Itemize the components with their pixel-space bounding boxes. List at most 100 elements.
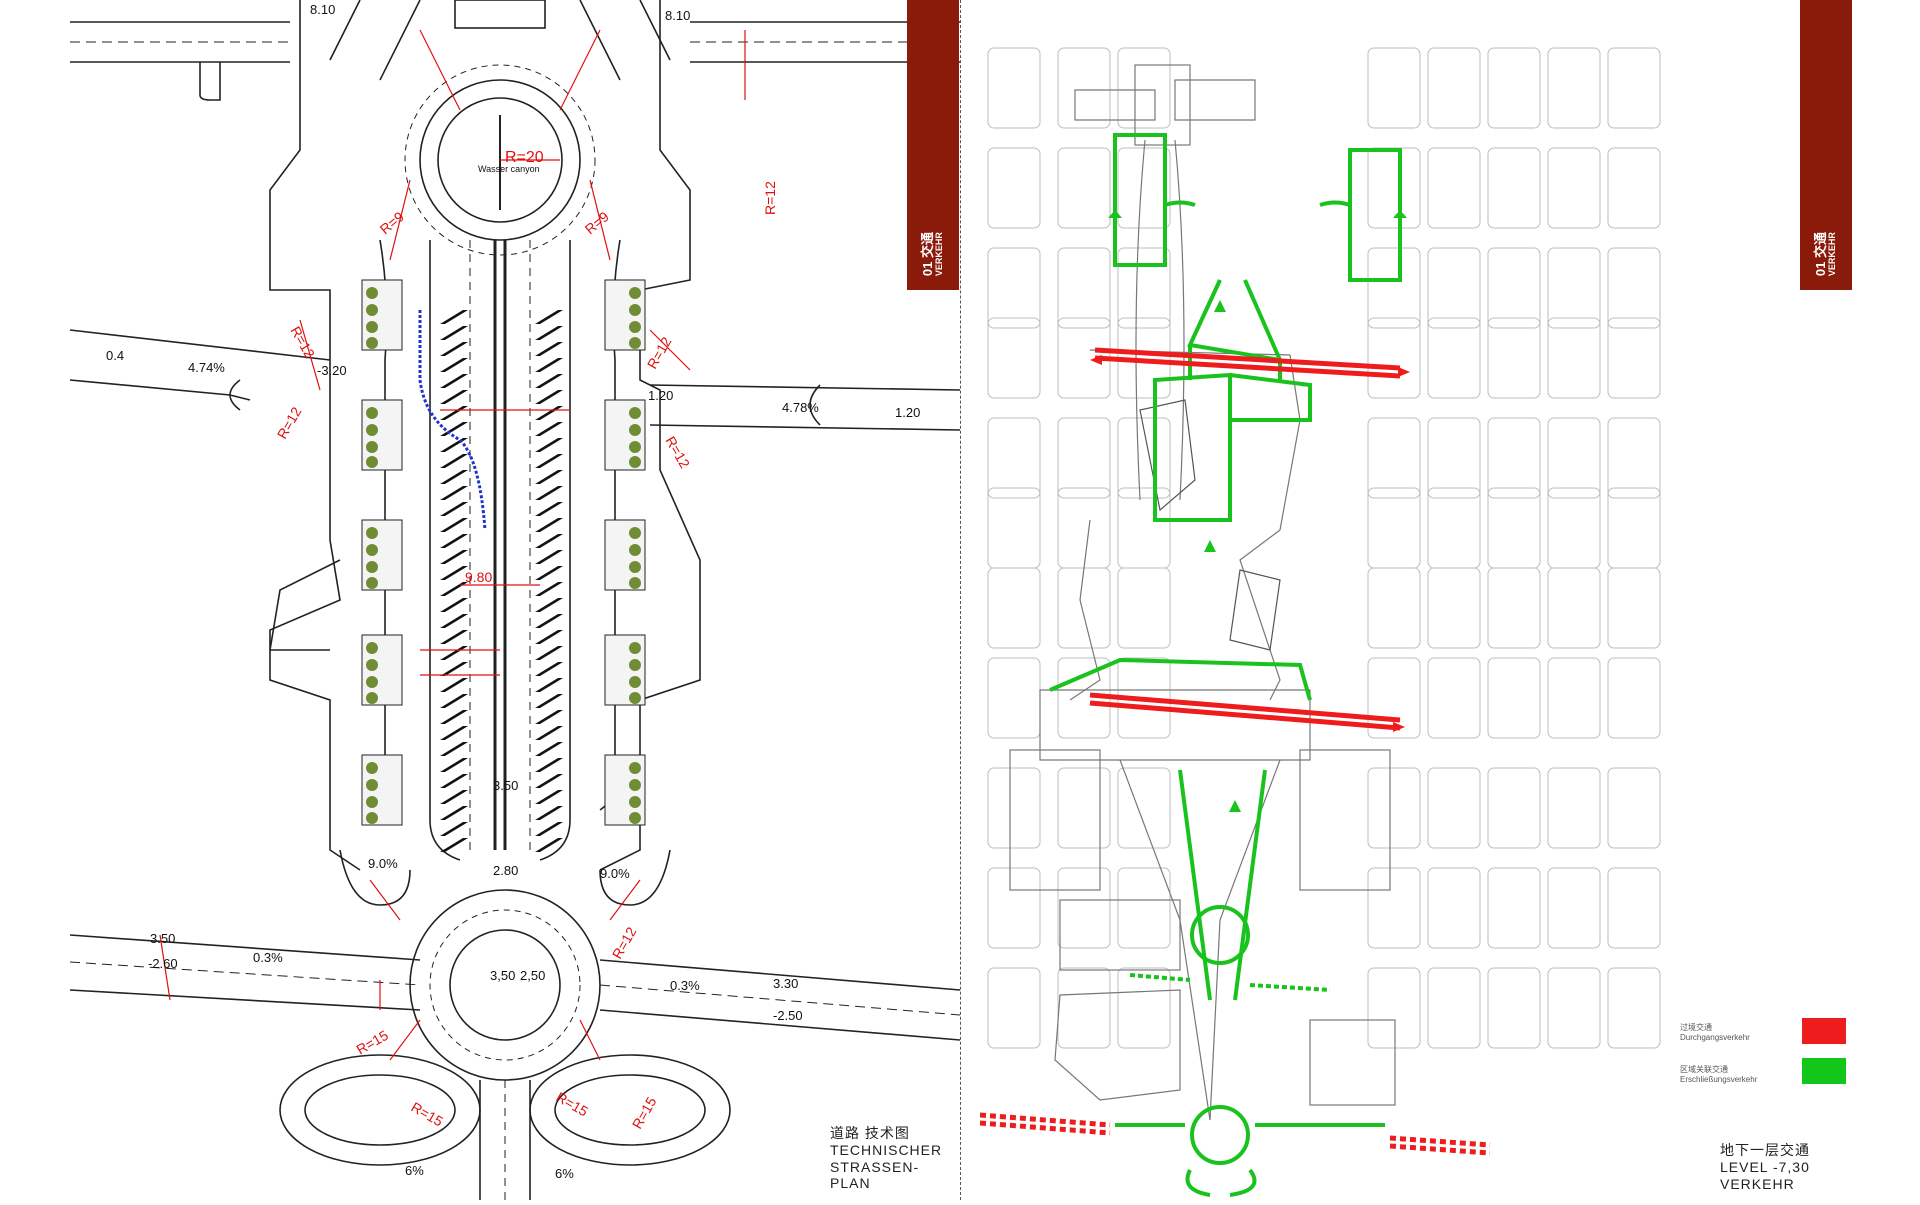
radius-label: R=15: [629, 1094, 660, 1132]
elevation-label: 2.80: [493, 863, 518, 878]
city-block: [987, 47, 1041, 129]
city-block: [1427, 767, 1481, 849]
parking-stall: [535, 694, 563, 708]
caption-line: TECHNISCHER: [830, 1141, 943, 1158]
parking-stall: [535, 838, 563, 852]
parking-stall: [440, 470, 468, 484]
parking-stall: [440, 774, 468, 788]
slope-label: 6%: [555, 1166, 574, 1181]
elevation-label: 8.10: [665, 8, 690, 23]
parking-stall: [440, 358, 468, 372]
radius-label: R=12: [274, 404, 305, 442]
slope-label: 4.78%: [782, 400, 819, 415]
city-block: [1367, 487, 1421, 569]
city-block: [1057, 967, 1111, 1049]
city-block: [1057, 47, 1111, 129]
city-block: [1487, 867, 1541, 949]
city-block: [1547, 417, 1601, 499]
parking-stall: [535, 518, 563, 532]
city-block: [987, 417, 1041, 499]
caption-line: STRASSEN-: [830, 1158, 920, 1175]
city-block: [1427, 967, 1481, 1049]
city-block: [1117, 247, 1171, 329]
city-block: [1607, 317, 1661, 399]
city-block: [1117, 417, 1171, 499]
city-block: [1427, 247, 1481, 329]
city-block: [1547, 567, 1601, 649]
city-block: [1607, 767, 1661, 849]
city-block: [1117, 47, 1171, 129]
parking-stall: [535, 550, 563, 564]
city-block: [1547, 317, 1601, 399]
parking-stall: [535, 566, 563, 580]
city-block: [1367, 567, 1421, 649]
elevation-label: 1.20: [648, 388, 673, 403]
parking-stall: [535, 406, 563, 420]
legend-label-de: Erschließungsverkehr: [1680, 1074, 1758, 1084]
drawing-caption: 道路 技术图 TECHNISCHER STRASSEN- PLAN: [830, 1125, 942, 1192]
parking-stall: [440, 534, 468, 548]
city-block: [1547, 147, 1601, 229]
parking-stall: [440, 310, 468, 324]
parking-stall: [535, 422, 563, 436]
parking-stall: [440, 662, 468, 676]
parking-stall: [440, 518, 468, 532]
section-tab: 01 交通 VERKEHR: [907, 0, 959, 290]
legend-swatch-green: [1802, 1058, 1846, 1084]
city-block: [1117, 967, 1171, 1049]
parking-stall: [535, 390, 563, 404]
parking-stall: [535, 342, 563, 356]
access-traffic-routes: [1049, 133, 1402, 1197]
slope-label: 9.0%: [368, 856, 398, 871]
city-block: [1427, 317, 1481, 399]
city-block: [1427, 417, 1481, 499]
city-block: [1367, 147, 1421, 229]
parking-stall: [535, 598, 563, 612]
elevation-label: 2,50: [520, 968, 545, 983]
parking-stall: [535, 454, 563, 468]
elevation-label: 3,50: [490, 968, 515, 983]
level-traffic-plan-panel: 01 交通 VERKEHR 过境交通 Durchgangsverkehr 区域关…: [979, 0, 1920, 1200]
slope-label: 0.3%: [253, 950, 283, 965]
elevation-label: -2.60: [148, 956, 178, 971]
parking-stall: [440, 486, 468, 500]
parking-stall: [535, 486, 563, 500]
city-block: [987, 767, 1041, 849]
parking-stall: [535, 726, 563, 740]
city-block: [1487, 147, 1541, 229]
parking-stall: [440, 454, 468, 468]
city-block: [1117, 147, 1171, 229]
city-block: [1607, 657, 1661, 739]
city-block: [1547, 487, 1601, 569]
parking-stall: [535, 502, 563, 516]
parking-stall: [440, 726, 468, 740]
city-block: [1607, 247, 1661, 329]
city-block: [1607, 487, 1661, 569]
city-block: [1547, 247, 1601, 329]
parking-stall: [440, 374, 468, 388]
parking-stall: [440, 566, 468, 580]
caption-line: PLAN: [830, 1175, 871, 1192]
parking-stall: [535, 582, 563, 596]
parking-stall: [535, 790, 563, 804]
city-block: [1547, 47, 1601, 129]
fountain-label: Wasser canyon: [478, 164, 540, 174]
parking-stall: [535, 806, 563, 820]
parking-stall: [535, 822, 563, 836]
section-title-zh: 交通: [919, 231, 935, 258]
parking-stall: [440, 838, 468, 852]
city-block: [1607, 47, 1661, 129]
parking-stall: [535, 662, 563, 676]
parking-stall: [440, 630, 468, 644]
city-block: [1117, 487, 1171, 569]
city-block: [987, 487, 1041, 569]
elevation-label: 1.20: [895, 405, 920, 420]
parking-stall: [440, 342, 468, 356]
parking-stall: [535, 438, 563, 452]
city-block: [1487, 317, 1541, 399]
parking-stall: [535, 310, 563, 324]
radius-label: R=9: [377, 208, 407, 237]
section-title-zh: 交通: [1812, 231, 1828, 258]
legend-label-de: Durchgangsverkehr: [1680, 1032, 1750, 1042]
parking-stall: [440, 406, 468, 420]
